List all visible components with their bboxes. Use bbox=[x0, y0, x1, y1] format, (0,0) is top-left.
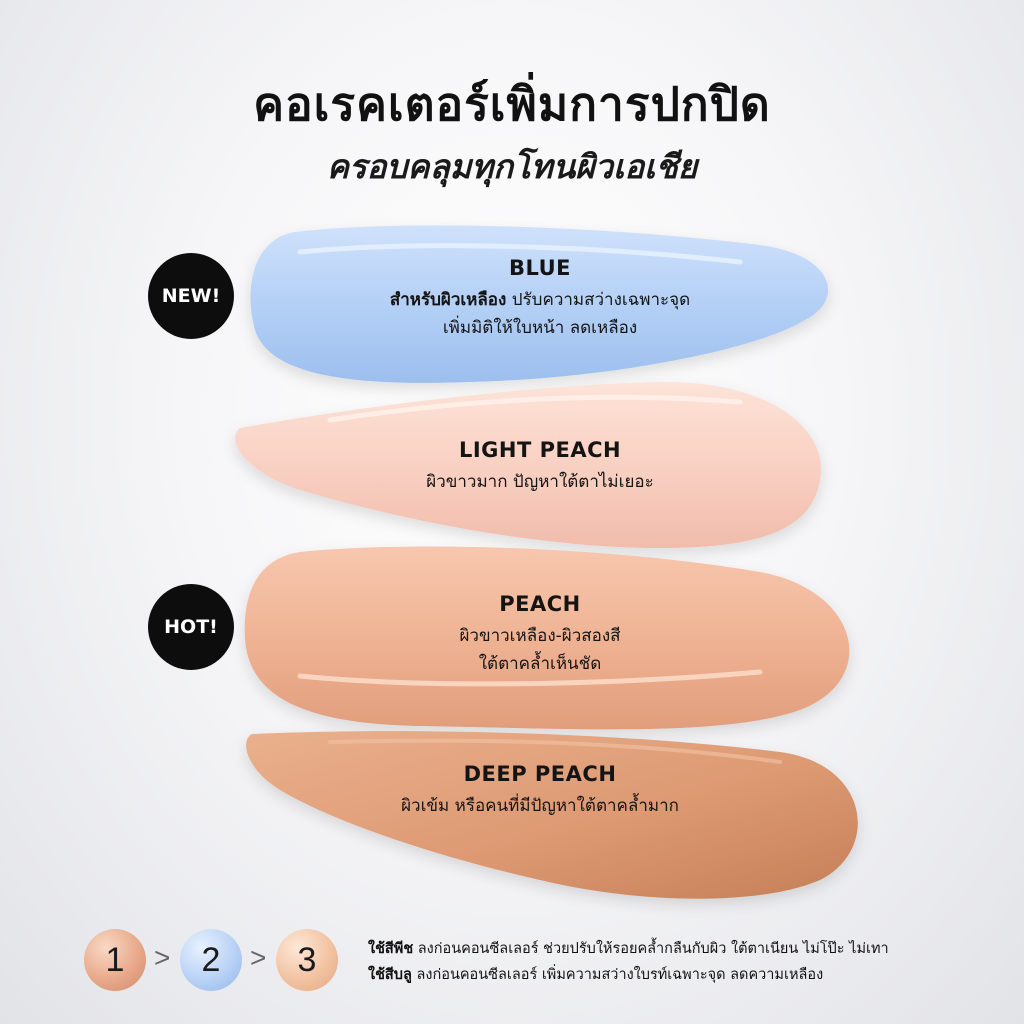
step-separator: > bbox=[154, 942, 171, 973]
swatch-deep-peach-shape bbox=[246, 731, 858, 899]
swatch-name: PEACH bbox=[499, 592, 581, 616]
swatch-name: LIGHT PEACH bbox=[458, 438, 622, 462]
swatch-desc-bold: สำหรับผิวเหลือง bbox=[389, 290, 507, 310]
tip-peach-text: ลงก่อนคอนซีลเลอร์ ช่วยปรับให้รอยคล้ำกลืน… bbox=[417, 941, 889, 957]
swatch-light-peach-highlight bbox=[327, 394, 743, 423]
tip-peach: ใช้สีพีช ลงก่อนคอนซีลเลอร์ ช่วยปรับให้รอ… bbox=[368, 936, 1008, 962]
swatch-blue-label: BLUE สำหรับผิวเหลือง ปรับความสว่างเฉพาะจ… bbox=[300, 256, 780, 342]
swatch-desc-rest: ปรับความสว่างเฉพาะจุด bbox=[511, 290, 691, 310]
swatch-desc-line: สำหรับผิวเหลือง ปรับความสว่างเฉพาะจุด bbox=[300, 286, 780, 314]
swatch-light-peach-label: LIGHT PEACH ผิวขาวมาก ปัญหาใต้ตาไม่เยอะ bbox=[300, 438, 780, 496]
tip-blue-bold: ใช้สีบลู bbox=[368, 967, 412, 983]
step-three-concealer: 3 bbox=[276, 929, 338, 991]
swatch-desc-line: ผิวเข้ม หรือคนที่มีปัญหาใต้ตาคล้ำมาก bbox=[401, 796, 679, 816]
swatch-peach-label: PEACH ผิวขาวเหลือง-ผิวสองสี ใต้ตาคล้ำเห็… bbox=[300, 592, 780, 678]
swatch-deep-peach-highlight bbox=[328, 738, 782, 764]
new-badge: NEW! bbox=[148, 253, 234, 339]
tip-blue: ใช้สีบลู ลงก่อนคอนซีลเลอร์ เพิ่มความสว่า… bbox=[368, 962, 1008, 988]
swatch-blue-highlight bbox=[297, 243, 743, 265]
hot-badge: HOT! bbox=[148, 584, 234, 670]
step-two-blue: 2 bbox=[180, 929, 242, 991]
swatch-deep-peach-label: DEEP PEACH ผิวเข้ม หรือคนที่มีปัญหาใต้ตา… bbox=[300, 762, 780, 820]
swatch-desc-line: เพิ่มมิติให้ใบหน้า ลดเหลือง bbox=[442, 318, 638, 338]
step-separator: > bbox=[250, 942, 267, 973]
tip-peach-bold: ใช้สีพีช bbox=[368, 941, 414, 957]
swatch-name: DEEP PEACH bbox=[463, 762, 617, 786]
swatch-desc-line: ผิวขาวมาก ปัญหาใต้ตาไม่เยอะ bbox=[426, 472, 654, 492]
usage-tips: ใช้สีพีช ลงก่อนคอนซีลเลอร์ ช่วยปรับให้รอ… bbox=[368, 936, 1008, 988]
swatch-desc-line: ผิวขาวเหลือง-ผิวสองสี bbox=[459, 626, 621, 646]
swatch-light-peach-shape bbox=[235, 381, 822, 548]
page-title: คอเรคเตอร์เพิ่มการปกปิด bbox=[253, 77, 771, 131]
page-subtitle: ครอบคลุมทุกโทนผิวเอเชีย bbox=[326, 147, 698, 186]
step-one-peach: 1 bbox=[84, 929, 146, 991]
tip-blue-text: ลงก่อนคอนซีลเลอร์ เพิ่มความสว่างใบรท์เฉพ… bbox=[416, 967, 824, 983]
swatch-peach-highlight bbox=[297, 669, 763, 687]
swatch-blue-shape bbox=[250, 225, 829, 383]
swatch-desc-line: ใต้ตาคล้ำเห็นชัด bbox=[478, 654, 602, 674]
swatch-name: BLUE bbox=[508, 256, 572, 280]
